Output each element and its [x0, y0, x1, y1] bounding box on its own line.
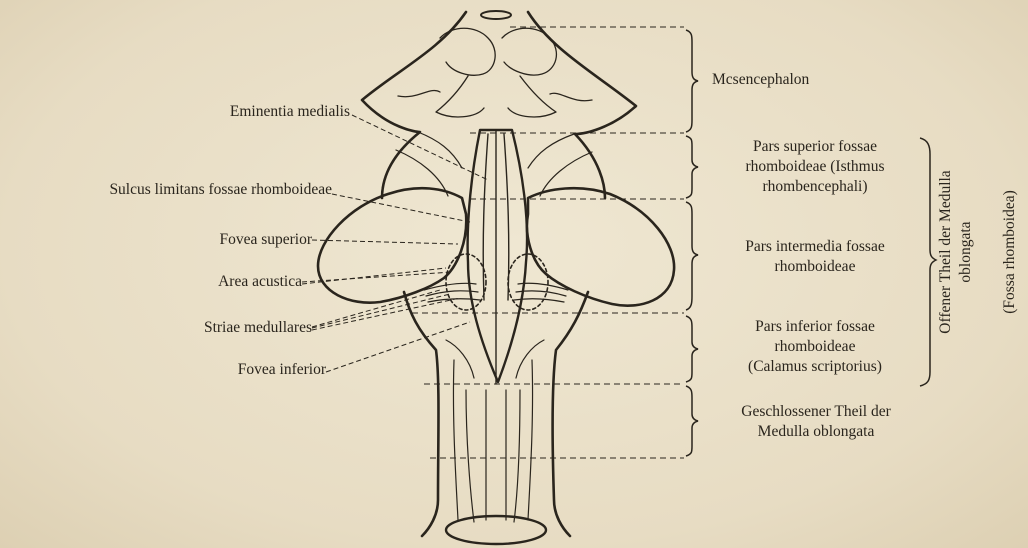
- right-lobe: [527, 188, 674, 305]
- geschlossener-line-1: Geschlossener Theil der: [708, 402, 924, 422]
- pars-inferior-line-2: rhomboideae: [710, 337, 920, 357]
- label-mesencephalon: Mcsencephalon: [712, 70, 809, 90]
- pars-intermedia-line-1: Pars intermedia fossae: [710, 237, 920, 257]
- label-pars-intermedia: Pars intermedia fossae rhomboideae: [710, 237, 920, 277]
- label-fovea-superior: Fovea superior: [219, 230, 312, 250]
- leader-lines: [302, 115, 488, 372]
- label-eminentia-medialis: Eminentia medialis: [230, 102, 350, 122]
- right-fovea-circle: [508, 254, 548, 310]
- pars-superior-line-3: rhombencephali): [710, 177, 920, 197]
- colliculi: [398, 28, 592, 117]
- left-fovea-circle: [446, 254, 486, 310]
- pars-superior-line-2: rhomboideae (Isthmus: [710, 157, 920, 177]
- median-sulcus: [483, 130, 509, 384]
- geschlossener-line-2: Medulla oblongata: [708, 422, 924, 442]
- label-fovea-inferior: Fovea inferior: [238, 360, 326, 380]
- label-offener-theil: Offener Theil der Medulla oblongata: [936, 122, 976, 382]
- top-oval: [481, 11, 511, 19]
- pars-inferior-line-1: Pars inferior fossae: [710, 317, 920, 337]
- label-striae-medullares: Striae medullares: [204, 318, 312, 338]
- label-sulcus-limitans: Sulcus limitans fossae rhomboideae: [109, 180, 332, 200]
- offener-line-2: oblongata: [956, 122, 976, 382]
- section-lines: [412, 27, 684, 458]
- pars-superior-line-1: Pars superior fossae: [710, 137, 920, 157]
- pars-inferior-line-3: (Calamus scriptorius): [710, 357, 920, 377]
- fossa-outline: [468, 130, 527, 382]
- label-area-acustica: Area acustica: [218, 272, 302, 292]
- label-pars-superior: Pars superior fossae rhomboideae (Isthmu…: [710, 137, 920, 197]
- peduncle-lines: [396, 132, 592, 196]
- pars-intermedia-line-2: rhomboideae: [710, 257, 920, 277]
- bottom-ellipse: [446, 516, 546, 544]
- label-fossa-rhomboidea: (Fossa rhomboidea): [1000, 142, 1020, 362]
- label-pars-inferior: Pars inferior fossae rhomboideae (Calamu…: [710, 317, 920, 377]
- mesencephalon-outline: [362, 12, 636, 198]
- offener-line-1: Offener Theil der Medulla: [936, 122, 956, 382]
- label-geschlossener: Geschlossener Theil der Medulla oblongat…: [708, 402, 924, 442]
- medulla-fibers: [446, 340, 544, 522]
